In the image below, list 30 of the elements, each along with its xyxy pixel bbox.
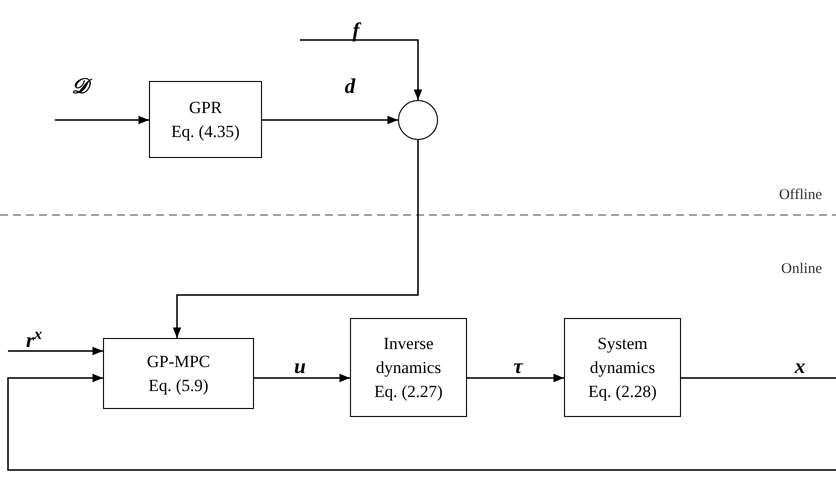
block-label: Eq. (5.9) bbox=[148, 374, 208, 397]
block-box bbox=[149, 81, 262, 158]
arrow bbox=[172, 140, 419, 338]
signal-label: d bbox=[344, 74, 356, 98]
signal-label: x bbox=[794, 354, 806, 378]
arrow bbox=[467, 374, 564, 382]
signal-label: τ bbox=[513, 354, 523, 378]
arrow bbox=[262, 116, 398, 124]
block-box bbox=[564, 318, 681, 417]
signal-line bbox=[681, 377, 836, 379]
block-box bbox=[103, 338, 254, 409]
block-label: System dynamics bbox=[588, 332, 656, 379]
region-label: Online bbox=[781, 260, 822, 279]
arrow bbox=[7, 374, 836, 471]
block-label: Eq. (2.27) bbox=[374, 380, 443, 403]
region-label: Offline bbox=[778, 186, 822, 205]
block-label: Eq. (4.35) bbox=[171, 120, 240, 143]
signal-label: f bbox=[352, 18, 360, 42]
arrow bbox=[300, 39, 422, 100]
block-box bbox=[350, 318, 467, 417]
arrow bbox=[254, 374, 350, 382]
arrow bbox=[55, 116, 149, 124]
summing-junction bbox=[398, 100, 438, 140]
block-label: Inverse dynamics bbox=[374, 332, 442, 379]
block-label: GP-MPC bbox=[146, 350, 210, 372]
signal-label: u bbox=[294, 354, 306, 378]
block-label: Eq. (2.28) bbox=[588, 380, 657, 403]
signal-label: r$^{x}$ bbox=[26, 328, 42, 352]
block-label: GPR bbox=[188, 96, 222, 118]
arrow bbox=[8, 346, 103, 356]
